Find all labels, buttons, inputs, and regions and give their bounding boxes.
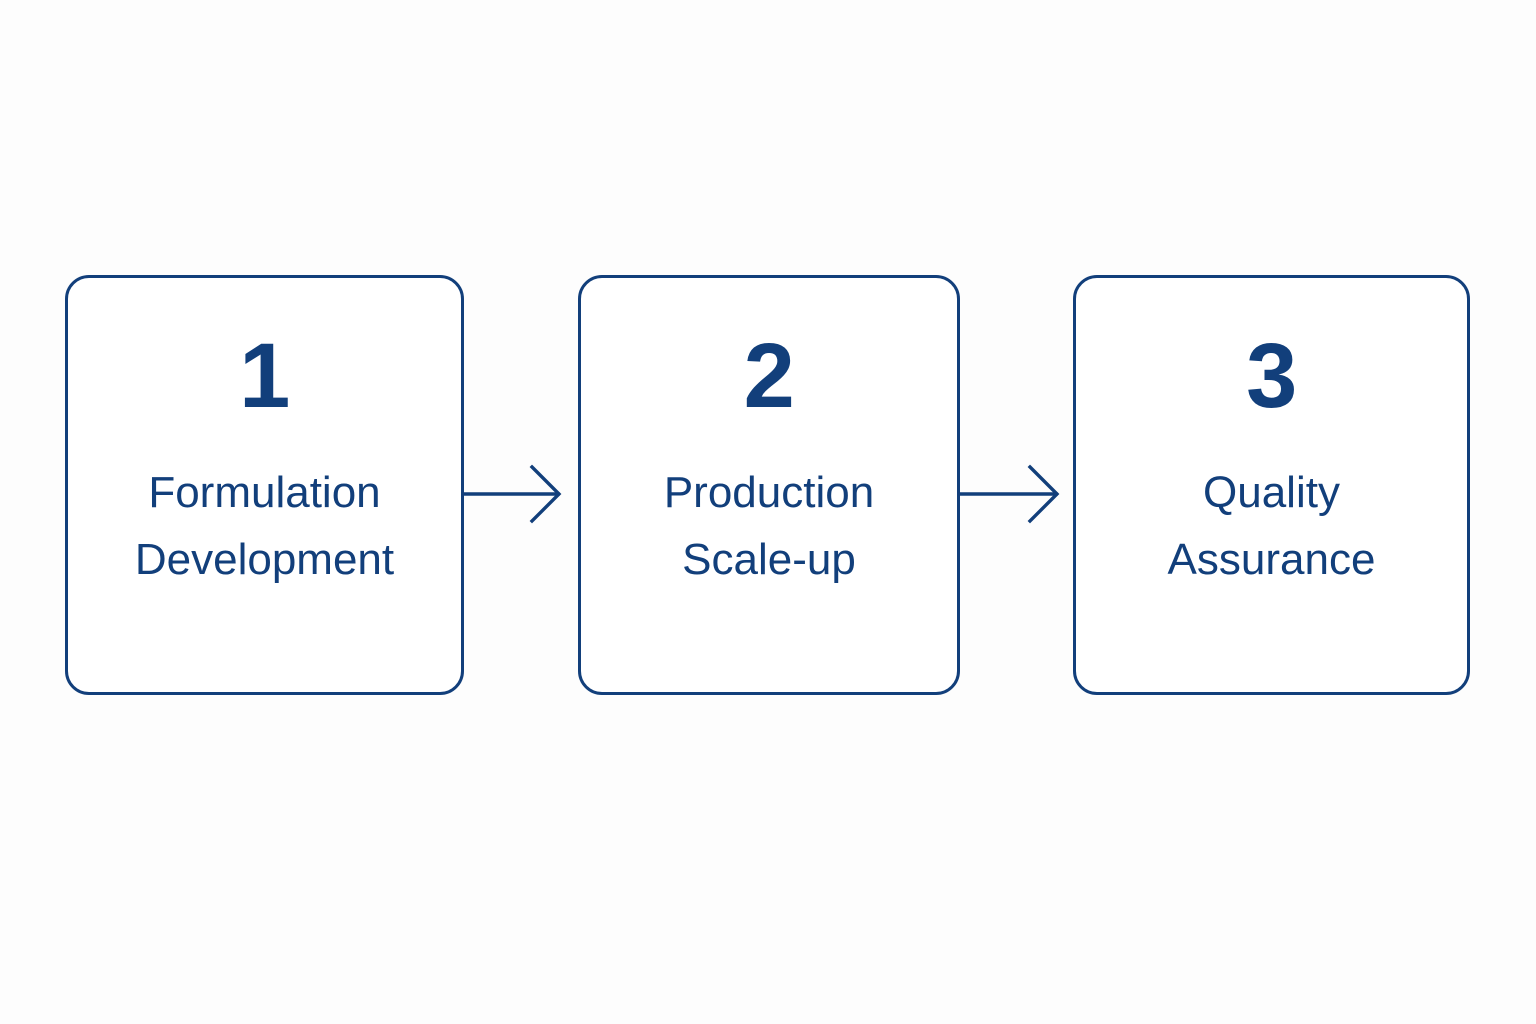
step-box-3[interactable]: 3 Quality Assurance <box>1073 275 1470 695</box>
step-number-2: 2 <box>743 325 795 427</box>
arrow-right-icon-1 <box>462 463 562 525</box>
step-number-1: 1 <box>239 325 290 427</box>
step-label-3: Quality Assurance <box>1167 468 1376 584</box>
step-box-2[interactable]: 2 Production Scale-up <box>578 275 960 695</box>
step-label-1: Formulation Development <box>134 468 395 584</box>
arrow-right-icon-2 <box>958 463 1060 525</box>
step-number-3: 3 <box>1246 325 1297 427</box>
step-label-2: Production Scale-up <box>663 468 875 584</box>
step-box-1[interactable]: 1 Formulation Development <box>65 275 464 695</box>
